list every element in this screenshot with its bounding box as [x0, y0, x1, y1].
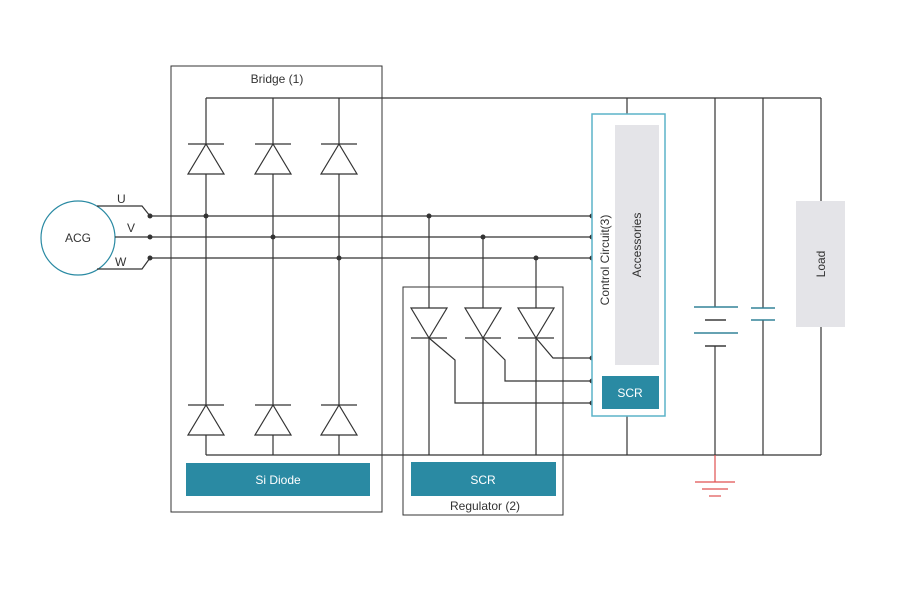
phase-v-label: V	[127, 221, 135, 235]
control-scr-label: SCR	[617, 386, 643, 400]
power-rails	[206, 97, 822, 456]
load-label: Load	[814, 251, 828, 278]
diode-lower-1	[186, 403, 226, 436]
accessories-block	[615, 125, 659, 365]
acg-generator-circle	[40, 200, 116, 276]
si-diode-block	[186, 463, 370, 496]
control-circuit-title: Control Circuit(3)	[598, 215, 612, 306]
regulator-scr-label: SCR	[470, 473, 496, 487]
phase-bus	[150, 215, 592, 259]
scr-2	[463, 307, 503, 340]
diode-upper-2	[253, 142, 293, 175]
control-scr-block	[602, 376, 659, 409]
battery-plates	[694, 306, 738, 347]
diode-upper-1	[186, 142, 226, 175]
bridge-title: Bridge (1)	[251, 72, 304, 86]
diode-lower-3	[319, 403, 359, 436]
capacitor	[751, 98, 775, 455]
accessories-label: Accessories	[630, 213, 644, 278]
bridge-lower-diodes	[186, 403, 359, 436]
diode-upper-3	[319, 142, 359, 175]
acg-label: ACG	[65, 231, 91, 245]
regulator-scr-block	[411, 462, 556, 496]
phase-u-label: U	[117, 192, 126, 206]
regulator-title: Regulator (2)	[450, 499, 520, 513]
ground-symbol	[695, 455, 735, 497]
scr-1	[409, 307, 449, 340]
bridge-upper-diodes	[186, 142, 359, 175]
phase-w-label: W	[115, 255, 127, 269]
regulator-wiring	[428, 216, 592, 455]
battery	[694, 98, 738, 455]
scr-3	[516, 307, 556, 340]
diode-lower-2	[253, 403, 293, 436]
si-diode-label: Si Diode	[255, 473, 301, 487]
bridge-box	[170, 65, 383, 513]
load-block	[796, 201, 845, 327]
regulator-scrs	[409, 307, 556, 340]
phase-leads	[97, 205, 151, 270]
